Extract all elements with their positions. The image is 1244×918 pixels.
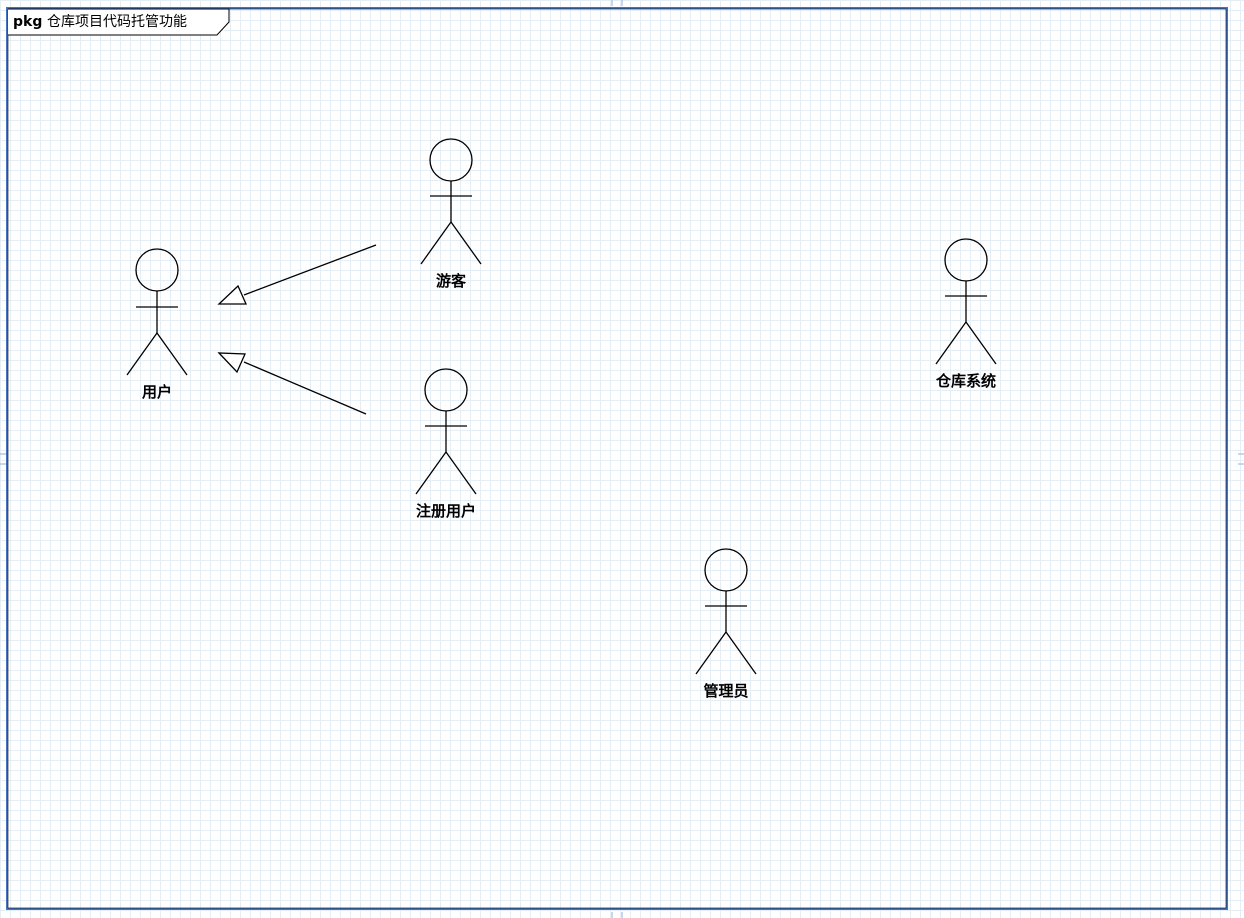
generalization-registered-user[interactable] <box>217 352 367 415</box>
stick-figure-icon <box>420 138 482 265</box>
stick-figure-icon <box>415 368 477 495</box>
actor-admin[interactable]: 管理员 <box>695 548 757 700</box>
actor-label-user: 用户 <box>142 383 172 401</box>
package-tab[interactable]: pkg 仓库项目代码托管功能 <box>8 8 230 36</box>
actor-registered-user[interactable]: 注册用户 <box>415 368 477 520</box>
package-keyword: pkg <box>13 14 42 30</box>
actor-warehouse-system[interactable]: 仓库系统 <box>935 238 997 390</box>
actor-label-guest: 游客 <box>436 272 467 290</box>
package-frame-inner <box>7 8 1227 909</box>
actor-label-warehouse-system: 仓库系统 <box>935 372 996 390</box>
package-frame[interactable] <box>6 7 1228 910</box>
actor-guest[interactable]: 游客 <box>420 138 482 290</box>
generalization-guest-user[interactable] <box>217 244 377 305</box>
stick-figure-icon <box>126 248 188 376</box>
stick-figure-icon <box>695 548 757 675</box>
stick-figure-icon <box>935 238 997 365</box>
package-name: 仓库项目代码托管功能 <box>47 14 187 30</box>
actor-label-registered-user: 注册用户 <box>416 502 476 520</box>
actor-user[interactable]: 用户 <box>126 248 188 401</box>
actor-label-admin: 管理员 <box>703 682 748 700</box>
